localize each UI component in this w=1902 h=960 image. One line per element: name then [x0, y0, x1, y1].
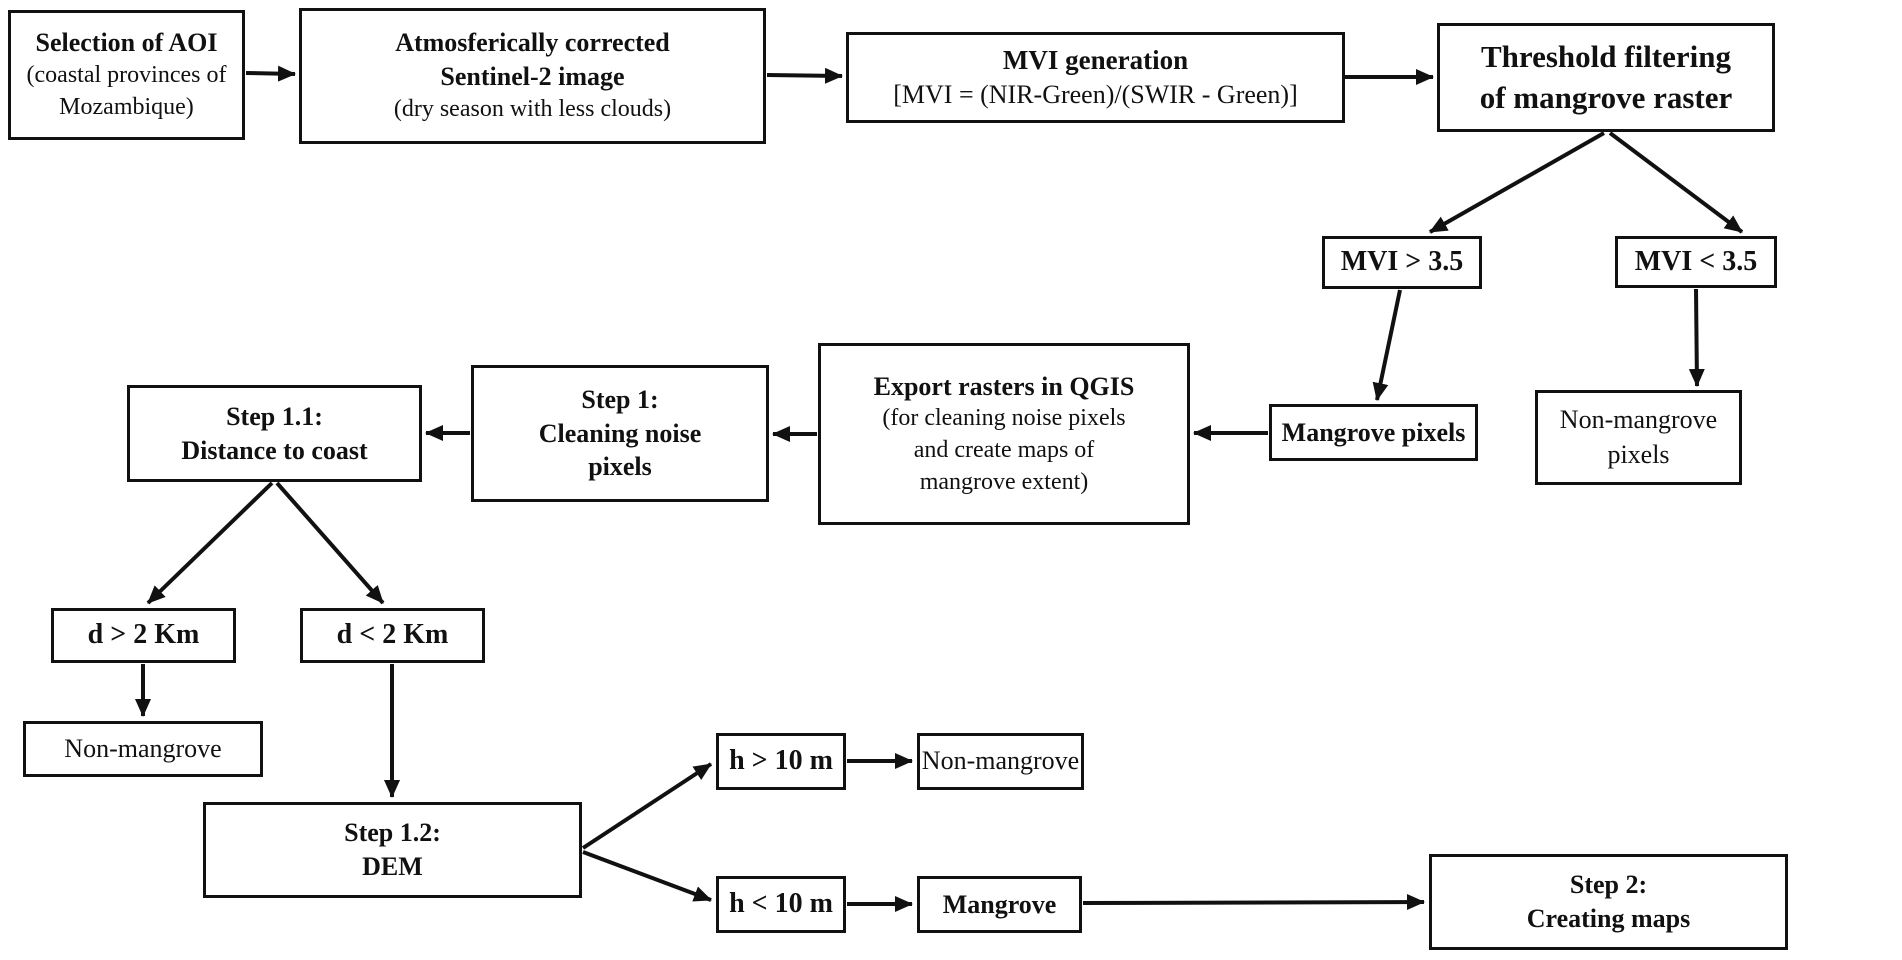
node-export-qgis-subtitle: (for cleaning noise pixels and create ma…	[882, 405, 1126, 495]
node-h-lt-10m: h < 10 m	[716, 876, 846, 933]
node-non-mangrove-pixels: Non-mangrove pixels	[1535, 390, 1742, 485]
node-step-1-cleaning: Step 1: Cleaning noise pixels	[471, 365, 769, 502]
node-sentinel-title: Atmosferically corrected Sentinel-2 imag…	[395, 28, 670, 92]
arrow-sentinel-to-mvi_generation	[766, 67, 843, 84]
node-step-1-title: Step 1: Cleaning noise pixels	[538, 384, 702, 482]
node-export-qgis-title: Export rasters in QGIS	[873, 371, 1135, 401]
node-h-lt-label: h < 10 m	[729, 888, 833, 920]
node-non-mangrove-distance-label: Non-mangrove	[64, 733, 222, 763]
arrow-step1_1-to-d_gt	[146, 481, 274, 605]
node-mvi-lt-3-5: MVI < 3.5	[1615, 236, 1777, 288]
node-mvi-lt-label: MVI < 3.5	[1634, 245, 1758, 277]
node-mvi-gt-3-5: MVI > 3.5	[1322, 236, 1482, 289]
arrow-mvi_gt-to-mangrove_pixels	[1372, 289, 1402, 401]
node-export-qgis: Export rasters in QGIS (for cleaning noi…	[818, 343, 1190, 525]
node-mvi-title: MVI generation	[1002, 44, 1189, 75]
node-mangrove: Mangrove	[917, 876, 1082, 933]
node-h-gt-label: h > 10 m	[729, 745, 833, 777]
node-threshold-title: Threshold filtering of mangrove raster	[1479, 38, 1733, 115]
node-non-mangrove-pixels-label: Non-mangrove pixels	[1559, 405, 1718, 469]
node-mangrove-label: Mangrove	[942, 889, 1057, 919]
node-non-mangrove-distance: Non-mangrove	[23, 721, 263, 777]
node-aoi: Selection of AOI (coastal provinces of M…	[8, 10, 245, 140]
node-sentinel-subtitle: (dry season with less clouds)	[393, 95, 672, 122]
arrow-step1_2-to-h_lt	[582, 850, 712, 902]
arrow-aoi-to-sentinel	[245, 65, 296, 82]
node-d-gt-label: d > 2 Km	[87, 619, 200, 651]
node-non-mangrove-height-label: Non-mangrove	[921, 746, 1080, 776]
node-d-lt-label: d < 2 Km	[336, 619, 449, 651]
node-mangrove-pixels-label: Mangrove pixels	[1281, 417, 1466, 447]
node-step-1-1-title: Step 1.1: Distance to coast	[181, 401, 368, 465]
node-d-gt-2km: d > 2 Km	[51, 608, 236, 663]
node-mvi-gt-label: MVI > 3.5	[1340, 246, 1464, 278]
arrow-threshold-to-mvi_lt	[1608, 131, 1744, 234]
node-mangrove-pixels: Mangrove pixels	[1269, 404, 1478, 461]
node-non-mangrove-height: Non-mangrove	[917, 733, 1084, 790]
node-step-2-creating-maps: Step 2: Creating maps	[1429, 854, 1788, 950]
arrow-mangrove-to-step2	[1082, 894, 1425, 911]
node-aoi-title: Selection of AOI	[35, 28, 218, 58]
node-d-lt-2km: d < 2 Km	[300, 608, 485, 663]
node-h-gt-10m: h > 10 m	[716, 733, 846, 790]
node-mvi-formula: [MVI = (NIR-Green)/(SWIR - Green)]	[893, 79, 1298, 109]
node-mvi-generation: MVI generation [MVI = (NIR-Green)/(SWIR …	[846, 32, 1345, 123]
arrow-threshold-to-mvi_gt	[1429, 131, 1605, 234]
arrow-step1_2-to-h_gt	[581, 762, 713, 850]
node-step-1-2-title: Step 1.2: DEM	[344, 818, 441, 881]
node-aoi-subtitle: (coastal provinces of Mozambique)	[26, 62, 227, 120]
node-step-2-title: Step 2: Creating maps	[1526, 870, 1691, 933]
node-step-1-1-distance: Step 1.1: Distance to coast	[127, 385, 422, 482]
arrow-mvi_lt-to-non_mangrove_pixels	[1688, 288, 1705, 387]
node-threshold-filtering: Threshold filtering of mangrove raster	[1437, 23, 1775, 132]
node-sentinel-image: Atmosferically corrected Sentinel-2 imag…	[299, 8, 766, 144]
node-step-1-2-dem: Step 1.2: DEM	[203, 802, 582, 898]
arrow-step1_1-to-d_lt	[275, 481, 385, 605]
